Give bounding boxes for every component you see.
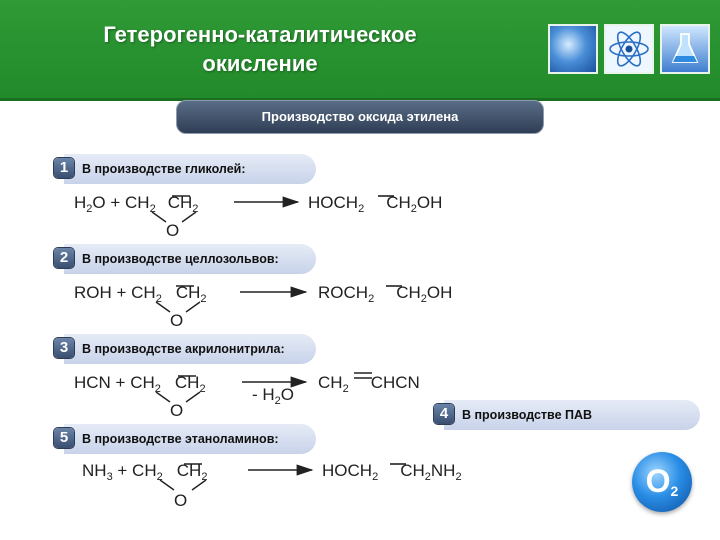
slide-title-line-1: Гетерогенно-каталитическое [103,22,417,47]
item-label-5: В производстве этаноламинов: [82,432,279,446]
header-rule [0,98,720,101]
molecule-photo-icon [548,24,598,74]
item-bar-3 [64,334,316,364]
item-label-2: В производстве целлозольвов: [82,252,279,266]
item-label-4: В производстве ПАВ [462,408,593,422]
item-number-4: 4 [434,404,454,424]
item-bar-4 [444,400,700,430]
item-number-5: 5 [54,428,74,448]
flask-icon [660,24,710,74]
item-bar-1 [64,154,316,184]
item-number-3: 3 [54,338,74,358]
slide-title: Гетерогенно-каталитическое окисление [70,20,450,78]
atom-icon [604,24,654,74]
reaction-glycol-oxygen: O [166,221,179,240]
oxygen-logo-text: O2 [645,463,679,499]
oxygen-logo-icon: O2 [632,452,692,512]
slide-title-line-2: окисление [202,51,318,76]
header-band [0,0,720,98]
item-bar-5 [64,424,316,454]
item-number-2: 2 [54,248,74,268]
reaction-cellosolve-oxygen: O [170,311,183,330]
reaction-acrylonitrile-condition: - H2O [252,385,294,407]
reaction-acrylonitrile-oxygen: O [170,401,183,420]
item-number-1: 1 [54,158,74,178]
subtitle-banner: Производство оксида этилена [176,100,544,134]
reaction-ethanolamine-oxygen: O [174,491,187,510]
item-label-3: В производстве акрилонитрила: [82,342,285,356]
item-label-1: В производстве гликолей: [82,162,246,176]
item-bar-2 [64,244,316,274]
